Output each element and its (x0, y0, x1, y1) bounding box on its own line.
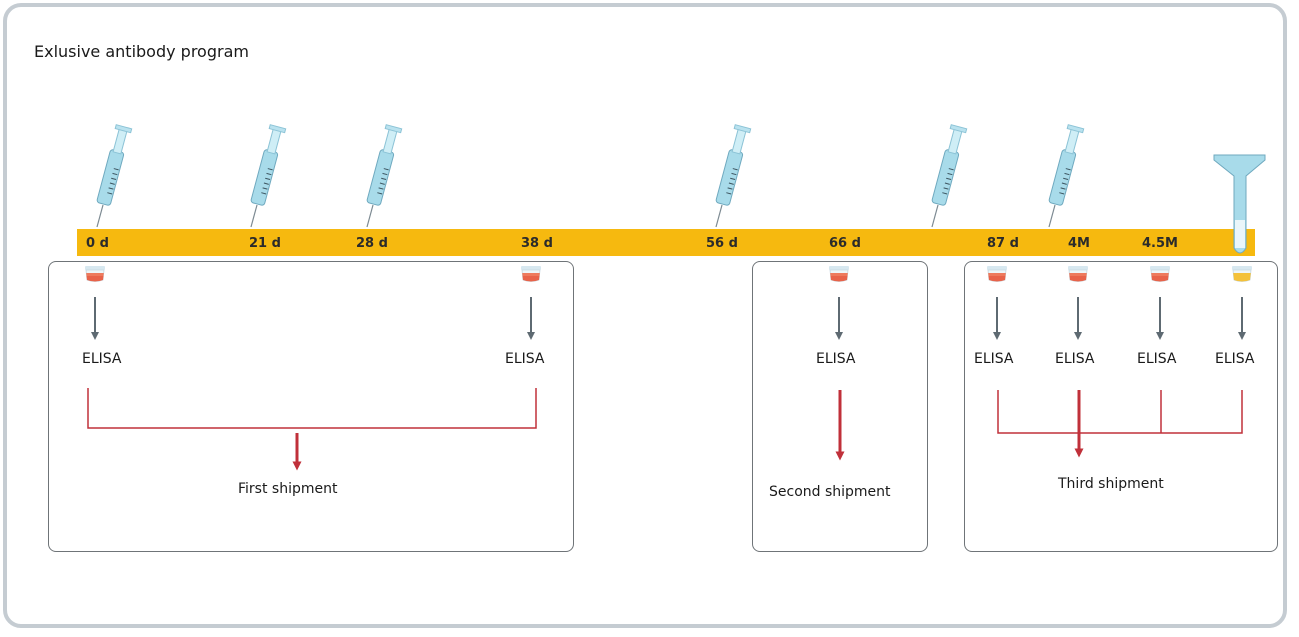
syringe-icon (930, 124, 968, 228)
second-shipment-label: Second shipment (769, 484, 891, 500)
third-shipment-connector (997, 390, 1243, 458)
timeline-label-0d: 0 d (86, 236, 109, 251)
elisa-label-87d: ELISA (974, 351, 1014, 367)
elisa-arrows (91, 297, 1246, 340)
timeline-label-4m: 4M (1068, 236, 1090, 251)
timeline-label-4-5m: 4.5M (1142, 236, 1178, 251)
diagram-frame (3, 3, 1287, 628)
sample-cup-icon (1149, 265, 1171, 282)
elisa-label-4-5m: ELISA (1137, 351, 1177, 367)
timeline-label-66d: 66 d (829, 236, 861, 251)
elisa-label-4m: ELISA (1055, 351, 1095, 367)
sample-cup-icon (520, 265, 542, 282)
syringe-icon (714, 124, 752, 228)
sample-cup-icon (1232, 266, 1252, 282)
sample-cup-icon (986, 265, 1008, 282)
timeline-bar (77, 229, 1255, 256)
sample-cup-icon (1067, 265, 1089, 282)
first-shipment-label: First shipment (238, 481, 338, 497)
timeline-label-87d: 87 d (987, 236, 1019, 251)
elisa-label-final: ELISA (1215, 351, 1255, 367)
diagram-title: Exlusive antibody program (34, 42, 249, 61)
funnel-icon (1213, 154, 1266, 254)
elisa-label-66d: ELISA (816, 351, 856, 367)
first-shipment-group (48, 261, 574, 552)
first-shipment-connector (87, 388, 537, 471)
syringe-icon (95, 124, 133, 228)
sample-cup-icon (84, 265, 106, 282)
timeline-label-38d: 38 d (521, 236, 553, 251)
elisa-label-38d: ELISA (505, 351, 545, 367)
elisa-label-0d: ELISA (82, 351, 122, 367)
third-shipment-group (964, 261, 1278, 552)
syringe-icon (249, 124, 287, 228)
sample-cup-icon (828, 265, 850, 282)
syringe-icon (365, 124, 403, 228)
timeline-label-21d: 21 d (249, 236, 281, 251)
timeline-label-56d: 56 d (706, 236, 738, 251)
third-shipment-label: Third shipment (1058, 476, 1164, 492)
syringe-icon (1047, 124, 1085, 228)
timeline-label-28d: 28 d (356, 236, 388, 251)
second-shipment-group (752, 261, 928, 552)
